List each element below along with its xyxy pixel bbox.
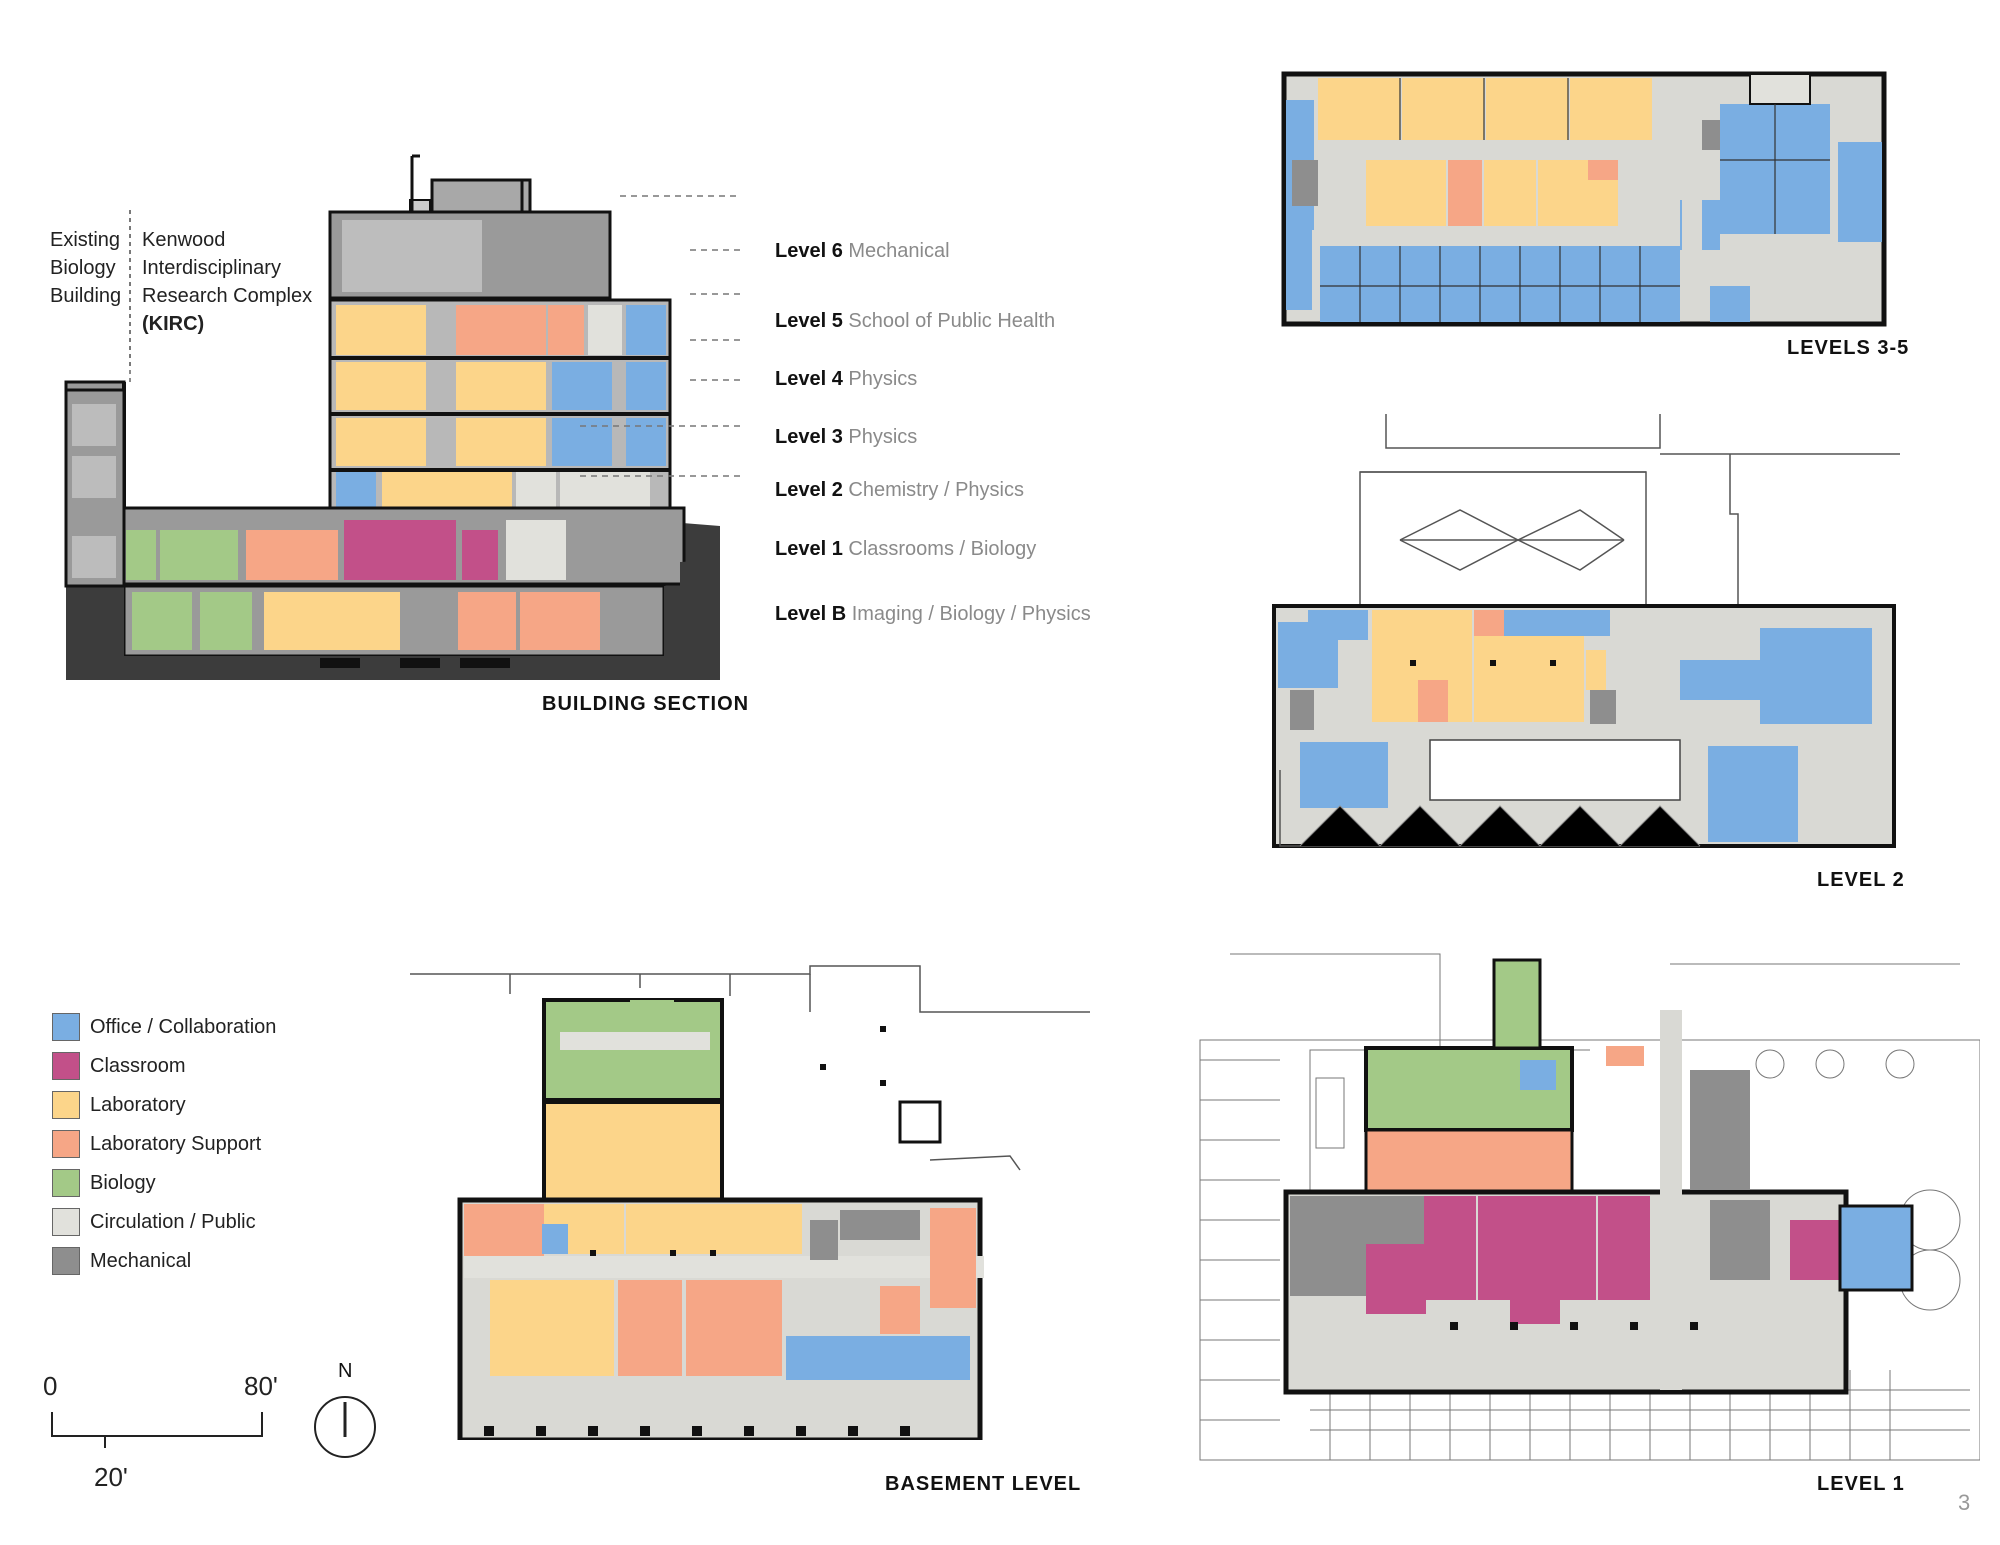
scale-zero: 0 — [43, 1371, 58, 1401]
levels-3-5-plan — [1281, 71, 1887, 327]
level-2-caption: LEVEL 2 — [1817, 869, 1905, 891]
legend-swatch — [52, 1169, 80, 1197]
scale-eighty: 80' — [244, 1371, 278, 1401]
legend-swatch — [52, 1052, 80, 1080]
level-4-label: Level 4 Physics — [775, 368, 918, 390]
existing-building-label: Existing Biology Building — [50, 229, 122, 307]
level-1-label: Level 1 Classrooms / Biology — [775, 538, 1037, 560]
level-b-label: Level B Imaging / Biology / Physics — [775, 603, 1091, 625]
scale-bar — [51, 1412, 263, 1448]
building-section-caption: BUILDING SECTION — [542, 693, 750, 715]
levels-3-5-caption: LEVELS 3-5 — [1787, 337, 1910, 359]
north-arrow-icon — [314, 1396, 376, 1458]
north-label: N — [338, 1360, 353, 1382]
legend-swatch — [52, 1013, 80, 1041]
legend-swatch — [52, 1208, 80, 1236]
legend-item-circulation: Circulation / Public — [52, 1207, 256, 1237]
legend-item-mechanical: Mechanical — [52, 1246, 191, 1276]
legend-item-laboratory: Laboratory — [52, 1090, 186, 1120]
legend-item-biology: Biology — [52, 1168, 156, 1198]
building-section-floors — [64, 154, 740, 680]
level-1-plan — [1199, 953, 1980, 1461]
basement-caption: BASEMENT LEVEL — [885, 1473, 1082, 1495]
level-2-plan — [1272, 414, 1900, 848]
basement-plan — [410, 965, 1090, 1440]
legend-swatch — [52, 1247, 80, 1275]
scale-twenty: 20' — [94, 1462, 128, 1492]
level-2-label: Level 2 Chemistry / Physics — [775, 479, 1024, 501]
level-1-caption: LEVEL 1 — [1817, 1473, 1905, 1495]
legend-item-classroom: Classroom — [52, 1051, 186, 1081]
level-5-label: Level 5 School of Public Health — [775, 310, 1056, 332]
legend-item-office: Office / Collaboration — [52, 1012, 276, 1042]
legend-swatch — [52, 1130, 80, 1158]
level-6-label: Level 6 Mechanical — [775, 240, 950, 262]
page-number: 3 — [1958, 1490, 1971, 1515]
level-3-label: Level 3 Physics — [775, 426, 918, 448]
legend-item-lab-support: Laboratory Support — [52, 1129, 261, 1159]
kirc-label: Kenwood Interdisciplinary Research Compl… — [142, 229, 313, 335]
legend-swatch — [52, 1091, 80, 1119]
